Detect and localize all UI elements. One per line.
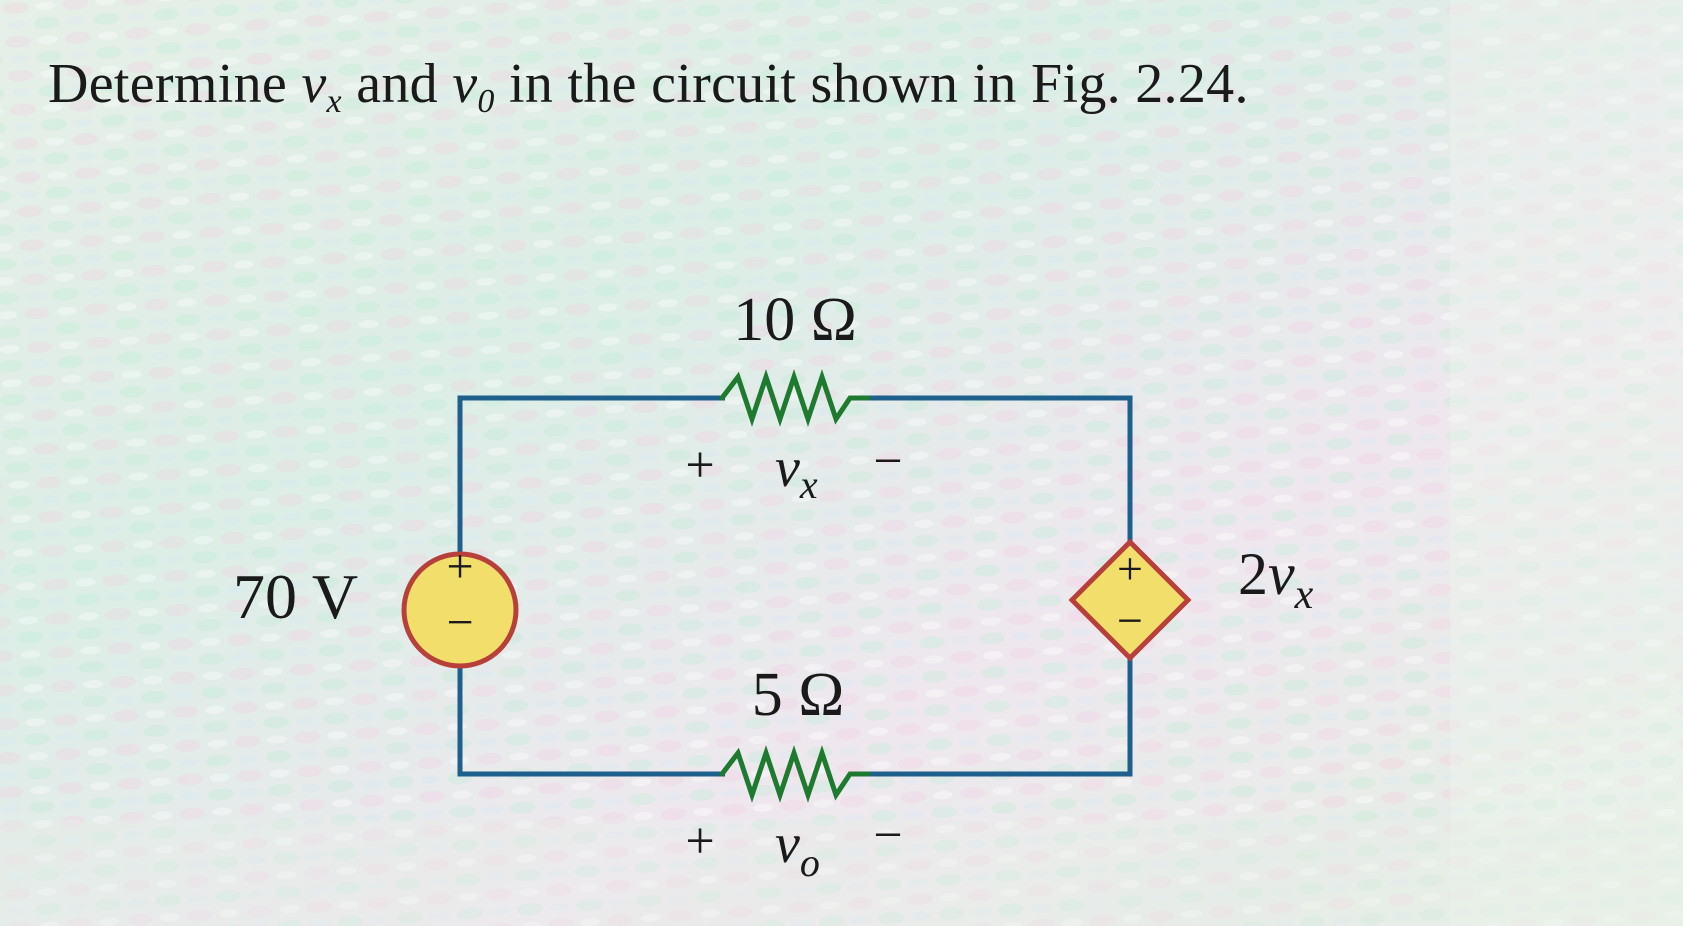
question-text: Determine vx and v0 in the circuit shown… (48, 52, 1249, 121)
vx-var: v (775, 437, 800, 499)
dep-var: v (1268, 541, 1295, 607)
circuit-wires (457, 395, 1133, 777)
dep-coef: 2 (1238, 541, 1268, 607)
vx-minus-sign: − (873, 433, 902, 490)
vo-minus-sign: − (873, 807, 902, 864)
resistor-10-ohm (719, 369, 871, 427)
vx-label: vx (775, 437, 818, 507)
vo-label: vo (775, 813, 820, 885)
question-middle: and (341, 53, 453, 115)
var-v0-subscript: 0 (477, 83, 495, 120)
wire-top-left (457, 395, 725, 571)
vx-subscript: x (799, 462, 818, 507)
dep-subscript: x (1294, 572, 1314, 618)
var-vx-subscript: x (326, 83, 342, 120)
resistor-5-ohm (719, 745, 871, 803)
var-vx: v (301, 53, 327, 115)
dependent-source-plus: + (1117, 543, 1143, 594)
dependent-voltage-source (1068, 538, 1192, 662)
voltage-source-70v (401, 551, 519, 669)
voltage-source-label: 70 V (233, 561, 358, 632)
resistor-top-label: 10 Ω (733, 286, 857, 354)
question-suffix: in the circuit shown in Fig. 2.24. (494, 53, 1249, 115)
wire-bottom-left (457, 649, 725, 777)
wire-top-right (865, 395, 1133, 544)
dependent-source-minus: − (1117, 595, 1143, 646)
vo-subscript: o (800, 840, 820, 885)
dependent-source-label: 2vx (1238, 541, 1314, 618)
var-v0: v (452, 53, 478, 115)
vo-var: v (775, 813, 800, 875)
voltage-source-plus: + (446, 540, 473, 593)
voltage-source-minus: − (446, 596, 473, 649)
question-prefix: Determine (48, 53, 302, 115)
vo-plus-sign: + (685, 813, 714, 870)
resistor-bottom-label: 5 Ω (752, 661, 845, 729)
vx-plus-sign: + (685, 437, 714, 494)
wire-bottom-right (865, 656, 1133, 777)
